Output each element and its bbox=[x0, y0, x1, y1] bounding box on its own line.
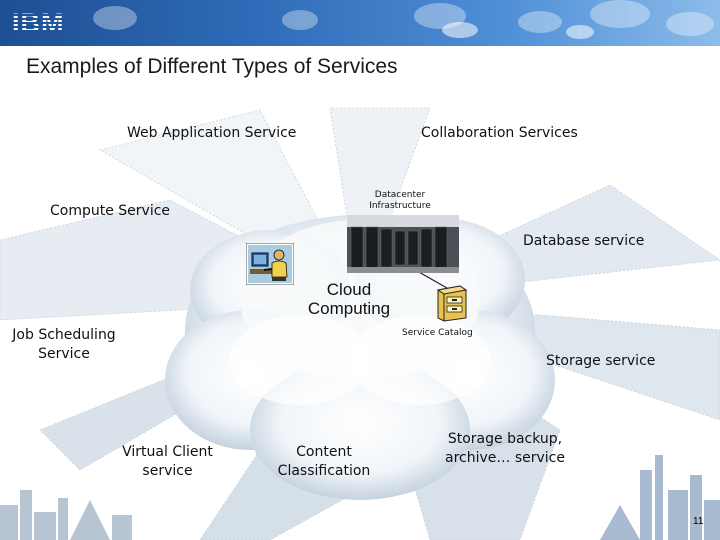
skyline-left bbox=[0, 490, 132, 540]
storage-backup-service-label: Storage backup, archive… service bbox=[432, 430, 578, 468]
virtual-client-line1: Virtual Client bbox=[122, 444, 213, 460]
storage-service-label: Storage service bbox=[546, 353, 656, 369]
virtual-client-line2: service bbox=[142, 463, 193, 479]
cloud-label-line1: Cloud bbox=[326, 280, 372, 299]
virtual-client-service-label: Virtual Client service bbox=[110, 443, 225, 481]
cloud-label-line2: Computing bbox=[307, 299, 391, 318]
content-line2: Classification bbox=[277, 463, 371, 479]
slide-number: 11 bbox=[693, 516, 704, 527]
filing-cabinet-icon bbox=[436, 285, 468, 322]
service-catalog-label: Service Catalog bbox=[402, 328, 473, 338]
cloud-computing-label: Cloud Computing bbox=[290, 280, 408, 318]
collaboration-services-label: Collaboration Services bbox=[421, 125, 578, 141]
datacenter-image bbox=[347, 215, 459, 273]
compute-service-label: Compute Service bbox=[50, 203, 171, 219]
page-title: Examples of Different Types of Services bbox=[26, 55, 398, 78]
storage-backup-line2: archive… service bbox=[445, 450, 565, 466]
database-service-label: Database service bbox=[523, 233, 645, 249]
header-bar bbox=[0, 0, 720, 46]
job-scheduling-service-label: Job Scheduling Service bbox=[3, 326, 125, 364]
job-scheduling-line1: Job Scheduling bbox=[12, 327, 116, 343]
header-clouds bbox=[93, 0, 714, 39]
datacenter-line1: Datacenter bbox=[374, 190, 426, 200]
user-at-computer-icon bbox=[246, 243, 294, 285]
content-classification-label: Content Classification bbox=[268, 443, 380, 481]
content-line1: Content bbox=[296, 444, 352, 460]
datacenter-line2: Infrastructure bbox=[369, 201, 431, 211]
storage-backup-line1: Storage backup, bbox=[447, 431, 563, 447]
web-application-service-label: Web Application Service bbox=[127, 125, 297, 141]
job-scheduling-line2: Service bbox=[38, 346, 90, 362]
skyline-right bbox=[600, 455, 720, 540]
datacenter-label: Datacenter Infrastructure bbox=[360, 190, 440, 212]
ibm-logo: IBM bbox=[12, 8, 65, 38]
